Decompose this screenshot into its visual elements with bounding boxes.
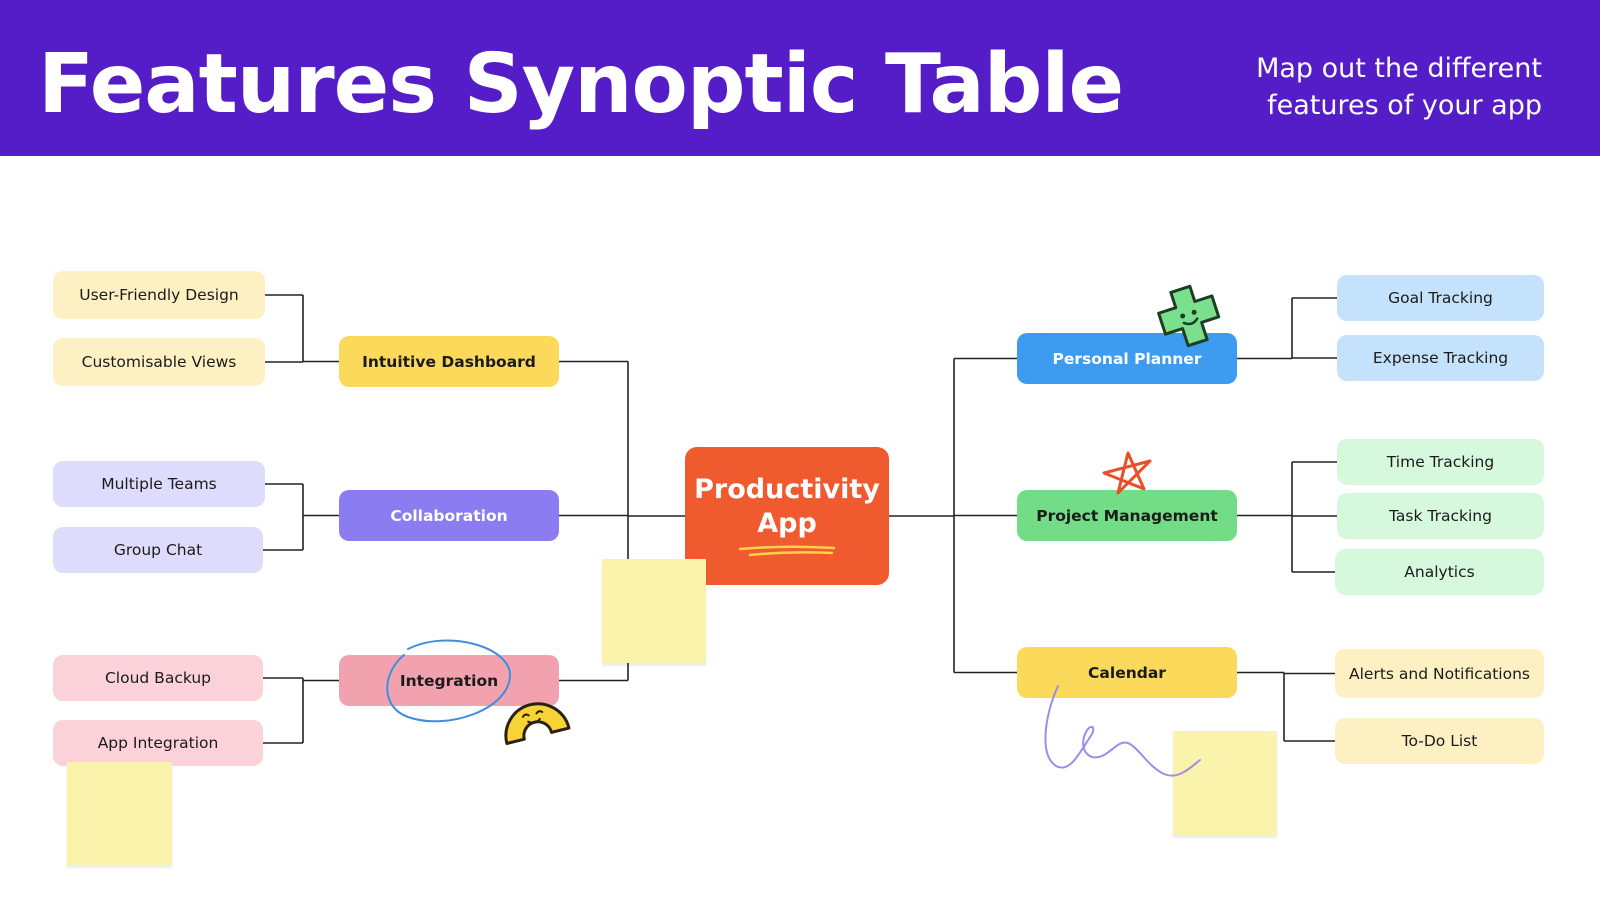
- leaf-goal-tracking[interactable]: Goal Tracking: [1337, 275, 1544, 321]
- center-node-productivity-app[interactable]: Productivity App: [685, 447, 889, 585]
- sticky-note[interactable]: [67, 762, 172, 865]
- branch-label: Project Management: [1036, 506, 1218, 525]
- leaf-task-tracking[interactable]: Task Tracking: [1337, 493, 1544, 539]
- leaf-cloud-backup[interactable]: Cloud Backup: [53, 655, 263, 701]
- leaf-label: Group Chat: [113, 541, 203, 559]
- yellow-underline-doodle: [738, 545, 836, 557]
- branch-project-management[interactable]: Project Management: [1017, 490, 1237, 541]
- branch-label: Personal Planner: [1052, 349, 1202, 368]
- subtitle-line: features of your app: [1267, 90, 1542, 121]
- leaf-expense-tracking[interactable]: Expense Tracking: [1337, 335, 1544, 381]
- leaf-group-chat[interactable]: Group Chat: [53, 527, 263, 573]
- leaf-label: Goal Tracking: [1388, 289, 1493, 307]
- leaf-label: Cloud Backup: [104, 669, 212, 687]
- leaf-label: Analytics: [1404, 563, 1475, 581]
- center-node-label-line: App: [757, 508, 817, 539]
- leaf-app-integration[interactable]: App Integration: [53, 720, 263, 766]
- header-banner: Features Synoptic Table Map out the diff…: [0, 0, 1600, 156]
- leaf-user-friendly-design[interactable]: User-Friendly Design: [53, 271, 265, 319]
- leaf-analytics[interactable]: Analytics: [1335, 549, 1544, 595]
- page-subtitle: Map out the different features of your a…: [1122, 50, 1542, 124]
- leaf-time-tracking[interactable]: Time Tracking: [1337, 439, 1544, 485]
- leaf-label: Time Tracking: [1386, 453, 1495, 471]
- leaf-label: App Integration: [97, 734, 219, 752]
- branch-label: Integration: [399, 671, 499, 690]
- sticky-note[interactable]: [1173, 731, 1277, 835]
- sticky-note[interactable]: [602, 559, 706, 663]
- leaf-customisable-views[interactable]: Customisable Views: [53, 338, 265, 386]
- leaf-label: Task Tracking: [1389, 507, 1492, 525]
- purple-squiggle-doodle: [1044, 685, 1201, 777]
- leaf-label: User-Friendly Design: [79, 286, 239, 304]
- branch-integration[interactable]: Integration: [339, 655, 559, 706]
- leaf-label: Customisable Views: [81, 353, 237, 371]
- branch-collaboration[interactable]: Collaboration: [339, 490, 559, 541]
- orange-star-doodle: [1102, 451, 1152, 495]
- leaf-multiple-teams[interactable]: Multiple Teams: [53, 461, 265, 507]
- branch-label: Calendar: [1088, 663, 1166, 682]
- yellow-rainbow-sticker: [504, 702, 571, 746]
- leaf-alerts-and-notifications[interactable]: Alerts and Notifications: [1335, 649, 1544, 698]
- center-node-label-line: Productivity: [694, 474, 880, 505]
- leaf-label: To-Do List: [1401, 732, 1478, 750]
- green-smiley-sticker: [1157, 284, 1221, 348]
- blue-circle-doodle: [386, 639, 512, 723]
- page-title: Features Synoptic Table: [38, 37, 1124, 132]
- leaf-label: Alerts and Notifications: [1349, 664, 1530, 683]
- subtitle-line: Map out the different: [1256, 53, 1542, 84]
- branch-label: Intuitive Dashboard: [362, 352, 536, 371]
- branch-calendar[interactable]: Calendar: [1017, 647, 1237, 698]
- branch-label: Collaboration: [390, 506, 508, 525]
- branch-intuitive-dashboard[interactable]: Intuitive Dashboard: [339, 336, 559, 387]
- leaf-label: Expense Tracking: [1372, 349, 1509, 367]
- leaf-label: Multiple Teams: [101, 475, 217, 493]
- leaf-to-do-list[interactable]: To-Do List: [1335, 718, 1544, 764]
